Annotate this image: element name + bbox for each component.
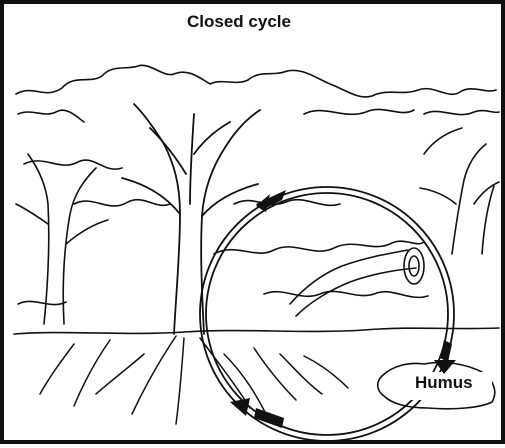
ground-line bbox=[14, 328, 499, 334]
humus-label: Humus bbox=[415, 373, 473, 393]
decomposing-log bbox=[290, 248, 424, 316]
diagram-title: Closed cycle bbox=[4, 12, 474, 32]
left-tree bbox=[16, 154, 108, 324]
right-tree bbox=[420, 128, 499, 254]
tree-roots bbox=[40, 336, 348, 424]
main-tree bbox=[122, 104, 260, 334]
cycle-arrow-bottom bbox=[230, 398, 284, 428]
